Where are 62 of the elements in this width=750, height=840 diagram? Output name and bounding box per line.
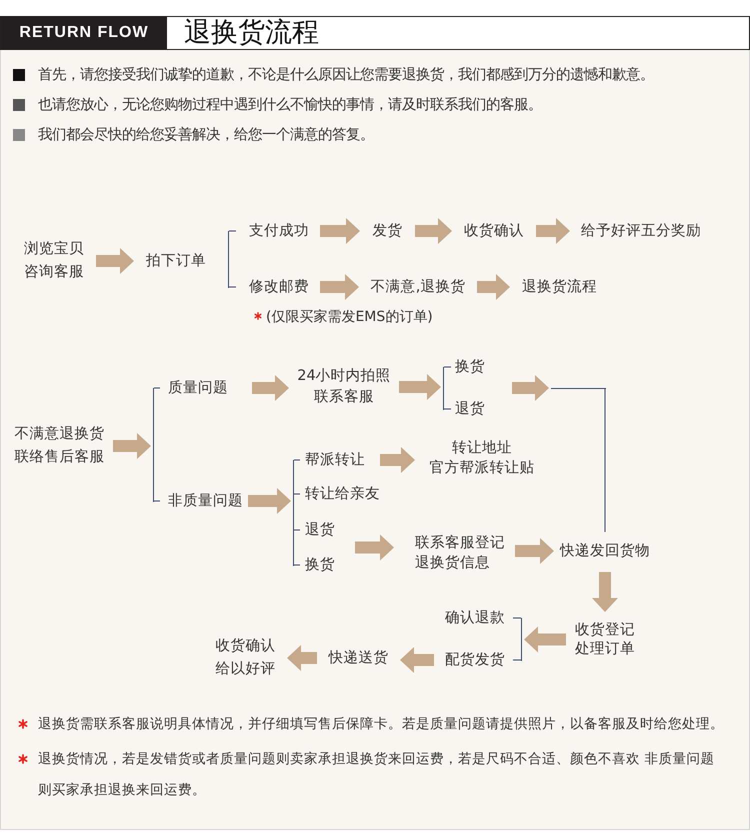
note-text: 退换货情况，若是发错货或者质量问题则卖家承担退换货来回运费，若是尺码不合适、颜色不喜欢 非质量问题则买家承担退换来回运费。	[38, 750, 716, 800]
step-label: 收货登记处理订单	[574, 621, 636, 659]
arrow	[355, 534, 394, 560]
arrow	[399, 374, 441, 400]
step-label: 转让地址	[452, 439, 512, 458]
step-label: 快递发回货物	[560, 542, 650, 561]
step-label: 退货	[455, 400, 485, 419]
arrow	[96, 248, 134, 274]
step-label: 修改邮费	[249, 278, 309, 297]
step-label: 退换货流程	[522, 278, 597, 297]
arrow	[113, 433, 151, 459]
arrow	[515, 538, 554, 564]
step-label: 拍下订单	[146, 252, 206, 271]
step-label: 帮派转让	[305, 451, 365, 470]
bracket-tick	[294, 564, 300, 566]
step-label: 快递送货	[328, 648, 388, 668]
arrow	[512, 375, 549, 401]
arrow	[592, 572, 618, 612]
note-text: 退换货需联系客服说明具体情况，并仔细填写售后保障卡。若是质量问题请提供照片，以备客服及时给您处理。	[38, 715, 724, 734]
node-note: (仅限买家需发EMS的订单)	[266, 308, 433, 326]
arrow	[287, 645, 317, 671]
arrow	[524, 626, 566, 652]
arrow	[252, 375, 289, 401]
connector-line	[604, 388, 606, 532]
arrow	[477, 274, 510, 300]
step-label: 换货	[455, 358, 485, 377]
arrow	[320, 218, 360, 244]
step-label: 官方帮派转让贴	[430, 458, 534, 478]
arrow	[415, 218, 452, 244]
section-tag: RETURN FLOW	[1, 17, 167, 49]
step-label: 支付成功	[249, 222, 309, 241]
step-label: 不满意,退换货	[370, 278, 466, 297]
bracket-tick	[444, 366, 452, 368]
step-label: 质量问题	[168, 379, 228, 398]
step-label: 确认退款	[445, 609, 505, 628]
step-label: 发货	[372, 222, 402, 241]
arrow	[320, 274, 359, 300]
step-label: 换货	[305, 556, 335, 575]
step-label: 配货发货	[445, 651, 505, 670]
arrow	[248, 488, 291, 514]
step-label: 收货确认	[464, 222, 524, 241]
bracket-tick	[228, 230, 236, 232]
junction-line	[551, 388, 606, 389]
step-label: 联系客服登记退换货信息	[415, 534, 506, 573]
step-label: 给予好评五分奖励	[581, 222, 701, 241]
arrow	[380, 447, 415, 473]
intro-text: 我们都会尽快的给您妥善解决，给您一个满意的答复。	[38, 126, 374, 145]
intro-text: 首先，请您接受我们诚挚的道歉，不论是什么原因让您需要退换货，我们都感到万分的遗憾和歉意。	[38, 66, 654, 85]
step-label: 转让给亲友	[305, 484, 380, 504]
step-label: 不满意退换货联络售后客服	[14, 425, 106, 467]
step-label: 非质量问题	[168, 492, 243, 511]
bracket-tick	[228, 286, 236, 288]
arrow	[400, 647, 434, 673]
title: 退换货流程	[184, 17, 319, 49]
bracket-tick	[154, 500, 160, 502]
arrow	[536, 218, 570, 244]
step-label: 浏览宝贝咨询客服	[23, 240, 85, 282]
step-label: 收货确认给以好评	[214, 637, 276, 679]
step-label: 退货	[305, 521, 335, 540]
step-label: 24小时内拍照联系客服	[296, 367, 392, 407]
intro-text: 也请您放心，无论您购物过程中遇到什么不愉快的事情，请及时联系我们的客服。	[38, 96, 542, 115]
bracket-tick	[444, 408, 452, 410]
